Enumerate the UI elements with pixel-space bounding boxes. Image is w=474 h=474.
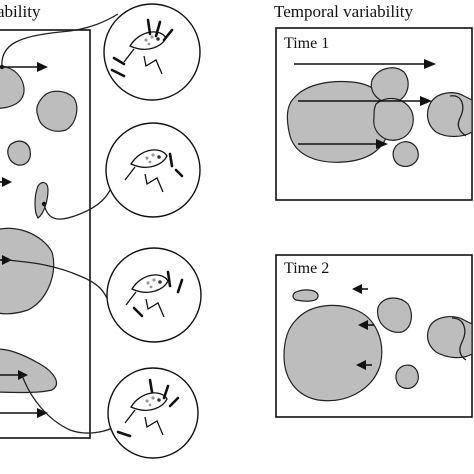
left-arrow-2 <box>0 177 12 187</box>
zoom-detail-3 <box>125 270 184 318</box>
time2-arrow-3 <box>356 360 372 370</box>
right-panel: Temporal variability Time 1 <box>274 2 473 418</box>
time2-blob-right <box>426 316 473 359</box>
left-blob-5 <box>0 227 55 315</box>
zoom-circle-4 <box>107 367 199 459</box>
frame-time-2: Time 2 <box>275 254 473 418</box>
time2-blob-large <box>283 304 383 402</box>
left-panel: ability <box>0 2 202 459</box>
time2-arrow-1 <box>352 284 368 294</box>
zoom-circle-1 <box>103 3 201 101</box>
connector-wire-1 <box>1 13 119 68</box>
time1-arrow-3 <box>298 139 388 149</box>
time1-blob-mid <box>373 97 414 141</box>
zoom-circle-2 <box>105 122 201 218</box>
frame-time-2-label: Time 2 <box>284 260 329 277</box>
time2-blob-top <box>377 297 412 333</box>
left-blob-6 <box>0 348 57 394</box>
connector-wire-2 <box>43 185 113 220</box>
time1-blob-top <box>370 67 409 104</box>
time1-blob-right <box>426 92 473 138</box>
left-blob-2 <box>36 90 78 132</box>
track-dot-1 <box>0 64 5 70</box>
zoom-detail-4 <box>116 378 180 438</box>
time2-blob-small <box>292 289 319 302</box>
zoom-circle-3 <box>106 247 202 343</box>
time1-blob-edge <box>449 95 467 137</box>
connector-wire-4 <box>21 374 113 434</box>
right-panel-title: Temporal variability <box>274 2 414 21</box>
connector-wire-3 <box>7 259 109 301</box>
left-blob-3 <box>7 140 31 166</box>
time1-arrow-1 <box>294 59 436 69</box>
zoom-detail-2 <box>124 149 184 193</box>
frame-time-1-label: Time 1 <box>284 35 329 52</box>
time2-blob-bottom <box>395 364 419 389</box>
time2-blob-edge <box>451 317 467 361</box>
time1-arrow-2 <box>298 96 432 106</box>
left-arrow-5 <box>0 408 48 418</box>
left-panel-title: ability <box>0 2 41 21</box>
left-arrow-3 <box>0 255 12 265</box>
frame-time-1: Time 1 <box>275 27 473 201</box>
zoom-detail-1 <box>110 18 174 78</box>
time2-arrow-2 <box>358 320 374 330</box>
time1-blob-bottom <box>392 141 419 167</box>
